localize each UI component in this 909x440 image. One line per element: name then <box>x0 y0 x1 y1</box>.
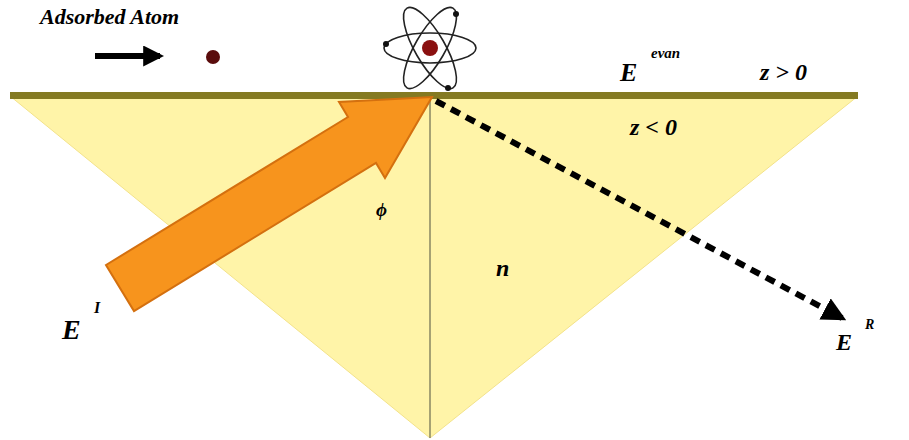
field-superscript: I <box>94 300 100 316</box>
atom-symbol <box>383 1 476 96</box>
angle-symbol: ϕ <box>376 200 387 219</box>
incident-beam <box>106 97 432 311</box>
region-label: z < 0 <box>630 115 677 139</box>
field-symbol: E <box>620 60 637 86</box>
caption-label: Adsorbed Atom <box>40 6 179 28</box>
adsorbed-atom-dot <box>206 50 220 64</box>
reflected-beam <box>436 101 842 318</box>
region-label: z > 0 <box>760 60 807 84</box>
surface-line <box>10 92 858 99</box>
field-symbol: E <box>62 316 81 344</box>
field-symbol: E <box>836 330 852 354</box>
field-superscript: R <box>865 318 874 332</box>
normal-line <box>429 98 430 438</box>
motion-arrow <box>95 53 160 59</box>
index-symbol: n <box>496 256 509 280</box>
prism <box>10 96 858 438</box>
field-superscript: evan <box>651 46 680 61</box>
